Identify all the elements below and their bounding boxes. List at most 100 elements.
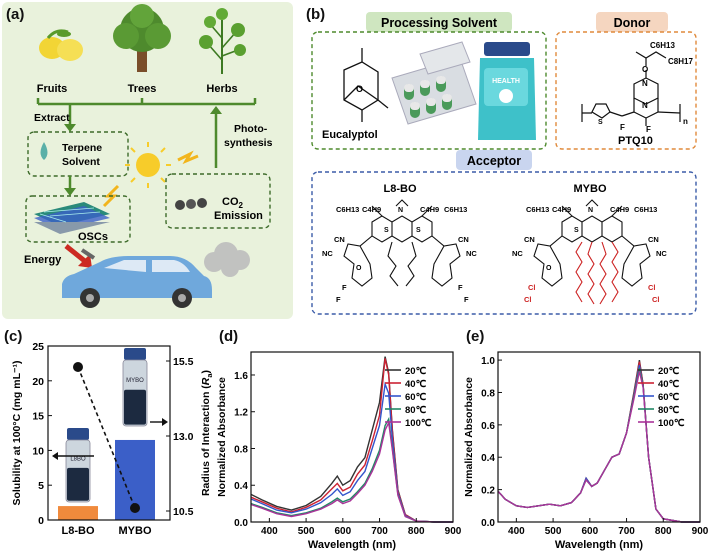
- panel-b-diagram: Processing Solvent Donor O Eucalyptol: [311, 12, 697, 315]
- label-solvent: Solvent: [62, 156, 100, 168]
- solar-cell-icon: [34, 202, 110, 234]
- mybo-nc-left: NC: [512, 249, 523, 258]
- vial-cap: [124, 348, 146, 360]
- ra-point-l8-bo: [73, 362, 83, 372]
- l8bo-c6h13-left: C6H13: [336, 205, 359, 214]
- l8bo-c4h9-right: C4H9: [420, 205, 439, 214]
- co2-box: [165, 173, 271, 229]
- mybo-cn-left: CN: [524, 235, 535, 244]
- l8bo-structure: [343, 199, 461, 287]
- label-photo: Photo-: [234, 123, 268, 135]
- mybo-s-atom: S: [574, 227, 579, 234]
- y-tick-label: 0.4: [481, 453, 495, 464]
- y-tick-label: 0.4: [234, 481, 248, 492]
- y-tick-label: 20: [32, 376, 44, 388]
- mouthwash-label: HEALTH: [492, 78, 520, 85]
- herb-icon: [199, 8, 246, 74]
- mybo-c6h13-left: C6H13: [526, 205, 549, 214]
- series-line-100c: [497, 371, 700, 523]
- y2-tick-label: 15.5: [173, 356, 194, 368]
- x-tick-label: 800: [655, 526, 672, 537]
- y-tick-label: 1.6: [234, 371, 248, 382]
- l8bo-f1: F: [342, 283, 347, 292]
- y2-tick-label: 10.5: [173, 506, 194, 518]
- l8bo-cn-left: CN: [334, 235, 345, 244]
- l8bo-vial: L8BO: [65, 428, 91, 503]
- x-tick-label: 800: [408, 526, 425, 537]
- y2-axis-title-end: ): [200, 370, 212, 374]
- legend-label: 40℃: [405, 379, 427, 390]
- acceptor-title: Acceptor: [467, 154, 521, 168]
- eucalyptol-label: Eucalyptol: [322, 129, 378, 141]
- y-tick-label: 0.6: [481, 421, 495, 432]
- panel-b-label: (b): [306, 6, 326, 23]
- vial-solution: [124, 389, 146, 425]
- panel-c-label: (c): [4, 328, 23, 345]
- series-line-80c: [250, 416, 453, 523]
- donor-n2: N: [642, 101, 648, 110]
- mybo-alkyl-chains: [575, 241, 619, 305]
- terpene-box: [27, 131, 129, 177]
- label-herbs: Herbs: [206, 83, 237, 95]
- label-emission: Emission: [214, 210, 263, 222]
- droplet-icon: [40, 142, 48, 160]
- donor-title-tag: [596, 12, 668, 32]
- mybo-structure: [533, 199, 651, 287]
- legend-label: 60℃: [658, 392, 680, 403]
- label-co2: CO: [222, 196, 239, 208]
- label-extract: Extract: [34, 112, 70, 124]
- mybo-label: MYBO: [574, 183, 607, 195]
- x-tick-label: 500: [545, 526, 562, 537]
- y2-axis-title: Radius of Interaction (Ra): [200, 370, 214, 496]
- donor-c8h17: C8H17: [668, 57, 693, 66]
- lemon-icon: [39, 29, 83, 61]
- energy-arrow: [64, 244, 88, 264]
- y-axis-title: Normalized Absorbance: [216, 377, 228, 497]
- ra-point-mybo: [130, 503, 140, 513]
- mybo-c4h9-left: C4H9: [552, 205, 571, 214]
- panel-e-label: (e): [466, 328, 485, 345]
- y2-tick-label: 13.0: [173, 431, 194, 443]
- ptq10-structure: [581, 51, 681, 126]
- legend-label: 20℃: [658, 366, 680, 377]
- exhaust-smoke-icon: [204, 242, 250, 277]
- donor-n-subscript: n: [683, 117, 688, 126]
- plot-frame: [497, 351, 701, 523]
- donor-title: Donor: [614, 16, 651, 30]
- donor-f1: F: [620, 123, 625, 132]
- svg-text:CO2: CO2: [222, 196, 244, 210]
- x-category-label: L8-BO: [62, 525, 95, 537]
- x-tick-label: 900: [692, 526, 709, 537]
- car-icon: [62, 256, 212, 308]
- y2-axis-title-main: Radius of Interaction (: [200, 385, 212, 496]
- label-co2-subscript: 2: [239, 201, 244, 210]
- y-tick-label: 0.8: [234, 444, 248, 455]
- solvent-title-tag: [366, 12, 512, 32]
- x-tick-label: 400: [261, 526, 278, 537]
- solvent-box: [311, 31, 547, 150]
- panel-d-label: (d): [219, 328, 239, 345]
- y-tick-label: 1.2: [234, 408, 248, 419]
- acceptor-title-tag: [456, 150, 532, 170]
- acceptor-box: [311, 171, 697, 315]
- label-trees: Trees: [128, 83, 157, 95]
- panel-a: Fruits Trees Herbs Extract Photo- synthe…: [0, 0, 295, 321]
- donor-f2: F: [646, 125, 651, 134]
- ra-trend-line: [77, 366, 136, 509]
- molecule-icon: [175, 198, 207, 210]
- plug-icon: [80, 248, 96, 260]
- legend-label: 80℃: [658, 405, 680, 416]
- l8bo-nc-left: NC: [322, 249, 333, 258]
- legend-label: 20℃: [405, 366, 427, 377]
- y-tick-label: 10: [32, 445, 44, 457]
- x-tick-label: 500: [298, 526, 315, 537]
- y-tick-label: 0: [38, 515, 44, 527]
- y-tick-label: 25: [32, 341, 44, 353]
- l8bo-o-atom: O: [356, 265, 362, 272]
- l8bo-s-atom: S: [384, 227, 389, 234]
- y-tick-label: 0.8: [481, 388, 495, 399]
- x-tick-label: 700: [618, 526, 635, 537]
- right-axis-arrowhead: [162, 418, 168, 426]
- label-oscs: OSCs: [78, 231, 108, 243]
